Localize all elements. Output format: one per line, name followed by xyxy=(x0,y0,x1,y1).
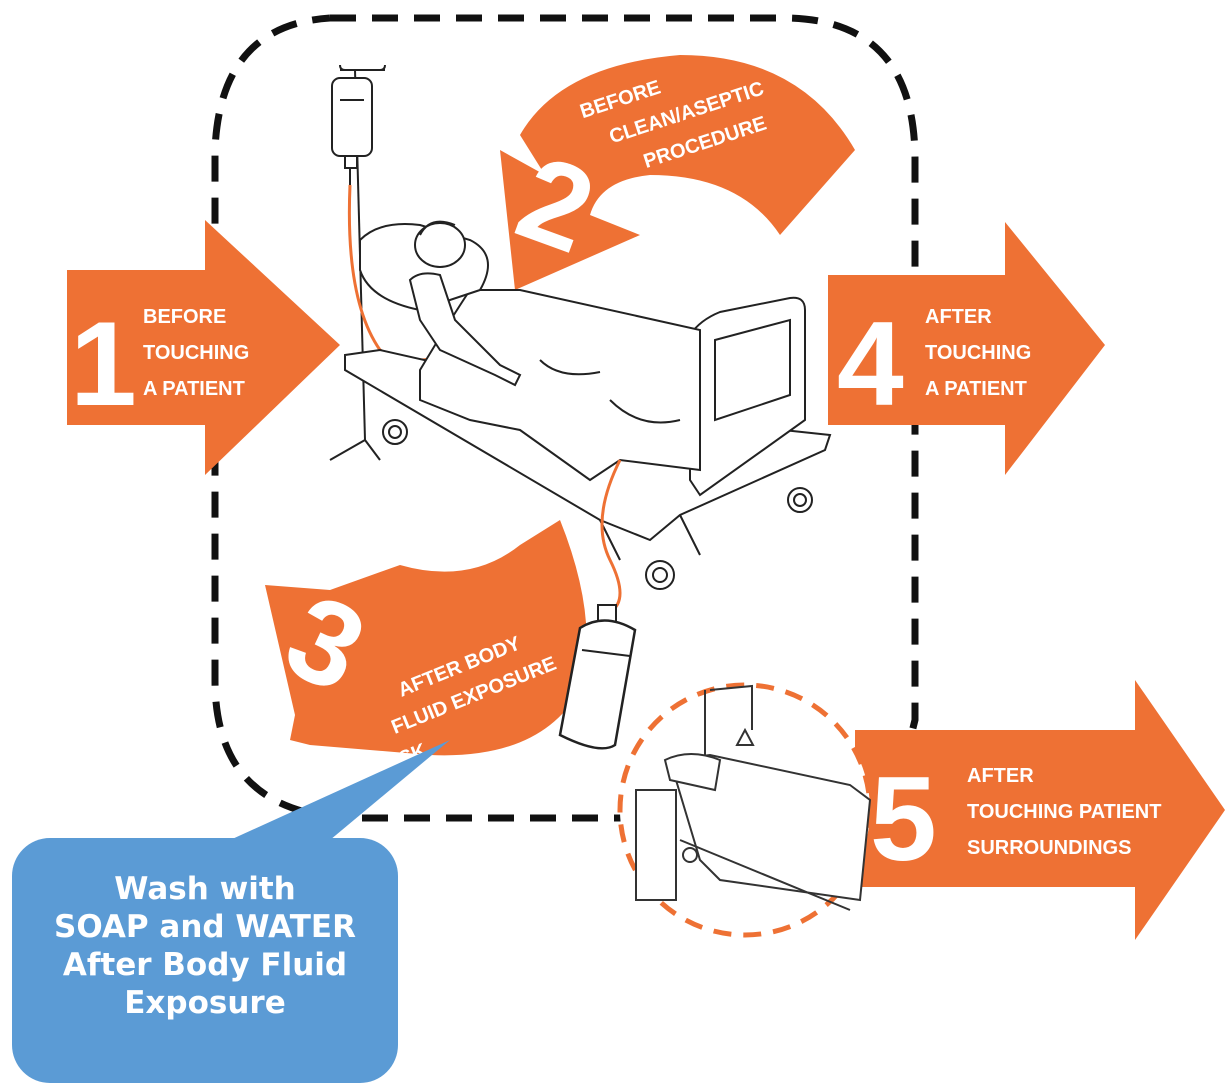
moment-1-arrow: 1 BEFORE TOUCHING A PATIENT xyxy=(67,220,340,475)
moment-1-number: 1 xyxy=(70,297,137,431)
moment-5-number: 5 xyxy=(870,752,937,886)
moment-4-number: 4 xyxy=(837,297,904,431)
callout-line-4: Exposure xyxy=(12,984,398,1022)
moment-4-line-3: A PATIENT xyxy=(925,378,1027,400)
moment-3-arrow: 3 AFTER BODY FLUID EXPOSURE RISK xyxy=(265,520,587,778)
moment-1-line-3: A PATIENT xyxy=(143,378,245,400)
moment-4-line-1: AFTER xyxy=(925,306,992,328)
moment-5-line-2: TOUCHING PATIENT xyxy=(967,801,1161,823)
moment-5-line-1: AFTER xyxy=(967,765,1034,787)
moment-1-line-1: BEFORE xyxy=(143,306,226,328)
moment-4-line-2: TOUCHING xyxy=(925,342,1031,364)
callout-line-3: After Body Fluid xyxy=(12,946,398,984)
moment-5-arrow: 5 AFTER TOUCHING PATIENT SURROUNDINGS xyxy=(855,680,1225,940)
callout-line-2: SOAP and WATER xyxy=(12,908,398,946)
callout-line-1: Wash with xyxy=(12,870,398,908)
moment-5-line-3: SURROUNDINGS xyxy=(967,837,1131,859)
moment-4-arrow: 4 AFTER TOUCHING A PATIENT xyxy=(828,222,1105,475)
wash-callout-text: Wash with SOAP and WATER After Body Flui… xyxy=(12,870,398,1022)
moment-2-arrow: 2 BEFORE CLEAN/ASEPTIC PROCEDURE xyxy=(500,46,855,290)
patient-surroundings-circle xyxy=(620,685,870,935)
moment-1-line-2: TOUCHING xyxy=(143,342,249,364)
